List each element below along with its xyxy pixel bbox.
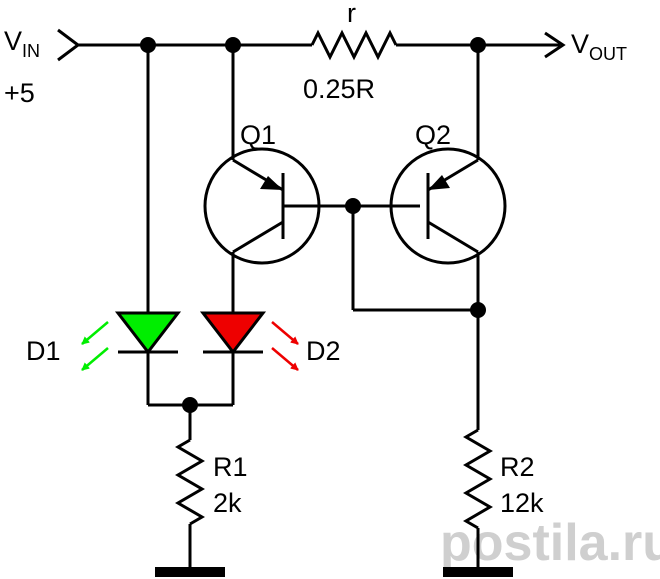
junction-dot <box>470 302 486 318</box>
d1-emission-arrow <box>81 347 109 371</box>
resistor-r-symbol <box>310 29 398 61</box>
junction-dot <box>225 37 241 53</box>
q2-collector-lead <box>427 220 479 254</box>
resistor-r-name: r <box>347 0 356 28</box>
r1-label: R1 <box>213 452 248 482</box>
r2-value: 12k <box>500 488 544 518</box>
output-arrow <box>544 31 566 59</box>
d2-emission-arrow <box>271 347 299 371</box>
d1-label: D1 <box>26 336 61 366</box>
q1-label: Q1 <box>240 120 276 150</box>
r2-label: R2 <box>500 452 535 482</box>
d2-emission-arrow <box>271 321 299 345</box>
junction-dot <box>345 198 361 214</box>
ground-bar-r1 <box>155 567 225 577</box>
junction-dot <box>182 397 198 413</box>
q1-emitter-arrow <box>260 176 283 190</box>
r2-resistor-symbol <box>463 428 493 530</box>
q2-transistor-body <box>389 147 507 265</box>
d2-led-body <box>199 311 267 355</box>
vin-label: VIN <box>4 26 40 61</box>
ground-bar-r2 <box>443 567 513 577</box>
r1-resistor-symbol <box>175 438 205 526</box>
vout-label: VOUT <box>571 29 627 64</box>
d2-label: D2 <box>306 336 341 366</box>
d1-led-body <box>114 311 182 355</box>
resistor-r-value: 0.25R <box>303 74 375 104</box>
q1-collector-lead <box>232 220 284 254</box>
vin-voltage: +5 <box>4 78 35 108</box>
junction-dot <box>470 37 486 53</box>
r1-value: 2k <box>213 488 242 518</box>
q2-emitter-arrow <box>428 175 450 190</box>
d1-emission-arrow <box>81 321 109 345</box>
junction-dot <box>140 37 156 53</box>
input-terminal <box>57 28 81 62</box>
q2-label: Q2 <box>415 120 451 150</box>
watermark: postila.ru <box>440 514 660 572</box>
